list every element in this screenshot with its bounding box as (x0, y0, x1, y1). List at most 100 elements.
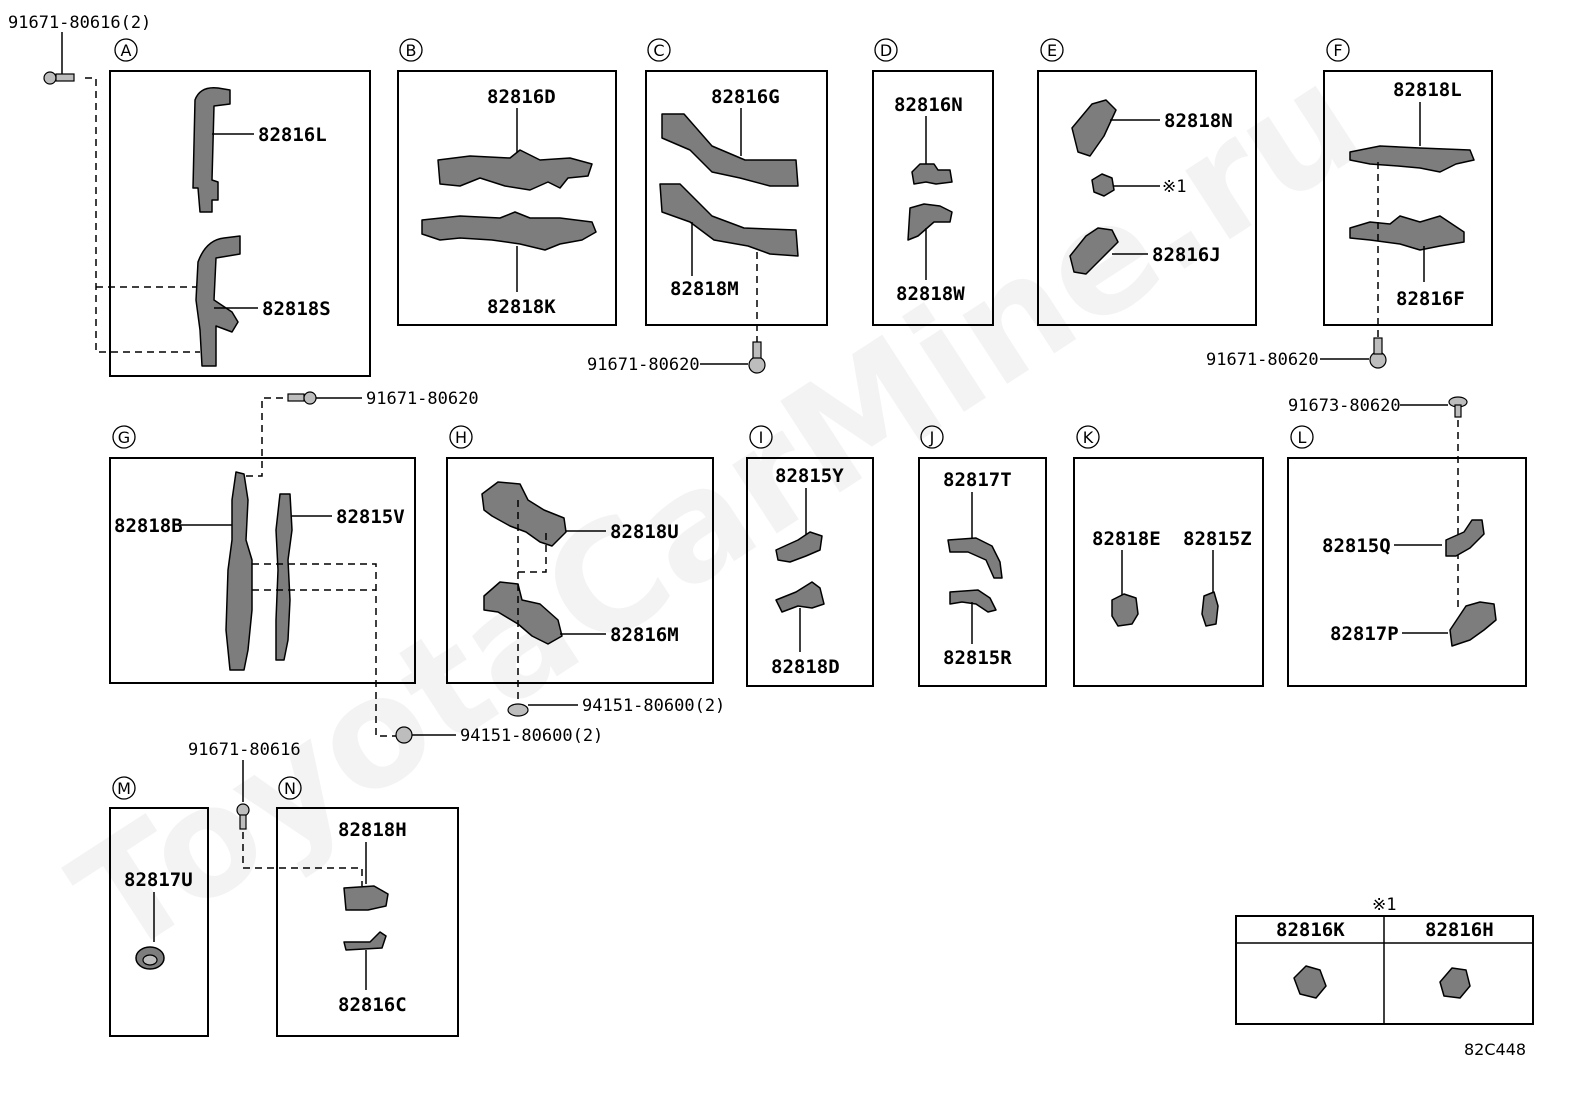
part-label-82816n[interactable]: 82816N (894, 94, 963, 116)
part-label-82816c[interactable]: 82816C (338, 994, 407, 1016)
section-c-box (645, 70, 828, 326)
section-g-box (109, 457, 416, 684)
part-82816l[interactable] (192, 87, 231, 213)
fastener-label-g-bottom[interactable]: 94151-80600(2) (460, 726, 603, 746)
part-label-82818l[interactable]: 82818L (1393, 79, 1462, 101)
part-label-82817p[interactable]: 82817P (1330, 623, 1399, 645)
part-82818n[interactable] (1071, 99, 1117, 157)
part-label-82816f[interactable]: 82816F (1396, 288, 1465, 310)
part-82815r[interactable] (949, 589, 997, 613)
part-label-82818d[interactable]: 82818D (771, 656, 840, 678)
section-m-box (109, 807, 209, 1037)
clip-icon-g (395, 726, 413, 744)
part-82817t[interactable] (947, 537, 1003, 579)
part-label-82815y[interactable]: 82815Y (775, 465, 844, 487)
part-label-82817u[interactable]: 82817U (124, 869, 193, 891)
section-f-box (1323, 70, 1493, 326)
section-a: A 91671-80616(2) 82816L 82818S (8, 13, 371, 377)
section-e-letter: E (1047, 41, 1057, 60)
part-label-82816m[interactable]: 82816M (610, 624, 679, 646)
part-label-82815r[interactable]: 82815R (943, 647, 1012, 669)
part-label-82815q[interactable]: 82815Q (1322, 535, 1391, 557)
part-note-1[interactable] (1091, 173, 1115, 197)
part-82815y[interactable] (775, 531, 823, 563)
section-n-letter: N (284, 779, 296, 798)
section-b-letter: B (406, 41, 417, 60)
part-82817u[interactable] (135, 946, 165, 970)
bolt-icon-g (287, 391, 317, 405)
part-label-82818e[interactable]: 82818E (1092, 528, 1161, 550)
section-i: I 82815Y 82818D (746, 425, 874, 687)
part-82818e[interactable] (1111, 593, 1139, 627)
section-c: C 82816G 82818M 91671-80620 (587, 38, 828, 375)
part-label-82818h[interactable]: 82818H (338, 819, 407, 841)
bolt-icon-n (236, 803, 250, 830)
part-label-82815v[interactable]: 82815V (336, 506, 405, 528)
part-82815z[interactable] (1201, 591, 1219, 627)
part-82818k[interactable] (421, 211, 597, 251)
fastener-label-l[interactable]: 91673-80620 (1288, 396, 1401, 416)
section-f-letter: F (1333, 41, 1342, 60)
section-f: F 82818L 82816F 91671-80620 (1206, 38, 1493, 370)
bolt-icon-c (748, 341, 766, 374)
part-label-82818w[interactable]: 82818W (896, 283, 965, 305)
section-g: G 91671-80620 82818B 82815V 94151-80600(… (109, 389, 603, 746)
part-82818b[interactable] (225, 471, 253, 671)
part-82818m[interactable] (659, 183, 799, 257)
part-82818l[interactable] (1349, 145, 1475, 173)
part-label-82815z[interactable]: 82815Z (1183, 528, 1252, 550)
part-label-82816g[interactable]: 82816G (711, 86, 780, 108)
bolt-icon-l (1448, 396, 1468, 418)
section-i-box (746, 457, 874, 687)
fastener-label-c[interactable]: 91671-80620 (587, 355, 700, 375)
part-label-82816k[interactable]: 82816K (1276, 919, 1345, 941)
part-82818w[interactable] (907, 203, 953, 241)
part-label-82816j[interactable]: 82816J (1152, 244, 1221, 266)
fastener-label-f[interactable]: 91671-80620 (1206, 350, 1319, 370)
part-label-82818n[interactable]: 82818N (1164, 110, 1233, 132)
part-label-82818s[interactable]: 82818S (262, 298, 331, 320)
section-e-box (1037, 70, 1257, 326)
section-l-letter: L (1298, 428, 1307, 447)
part-82818d[interactable] (775, 581, 825, 613)
part-82815v[interactable] (275, 493, 293, 661)
part-82818s[interactable] (195, 235, 241, 367)
part-82816n[interactable] (911, 163, 953, 185)
bolt-icon-a (43, 71, 75, 85)
section-a-letter: A (121, 41, 132, 60)
section-i-letter: I (759, 428, 764, 447)
part-label-note-1[interactable]: ※1 (1162, 177, 1186, 197)
section-a-box (109, 70, 371, 377)
part-82816c[interactable] (343, 931, 387, 951)
fastener-label-m[interactable]: 91671-80616 (188, 740, 301, 760)
diagram-code: 82C448 (1464, 1040, 1526, 1059)
part-82817p[interactable] (1449, 601, 1497, 647)
part-label-82818m[interactable]: 82818M (670, 278, 739, 300)
fastener-label-a[interactable]: 91671-80616(2) (8, 13, 151, 33)
part-82816f[interactable] (1349, 215, 1465, 251)
section-k: K 82818E 82815Z (1073, 425, 1264, 687)
part-label-82818k[interactable]: 82818K (487, 296, 556, 318)
part-label-82817t[interactable]: 82817T (943, 469, 1012, 491)
part-82816h[interactable] (1439, 967, 1471, 999)
part-82818h[interactable] (343, 885, 389, 911)
fastener-label-g-top[interactable]: 91671-80620 (366, 389, 479, 409)
section-j-box (918, 457, 1047, 687)
part-82816d[interactable] (437, 149, 593, 191)
part-82815q[interactable] (1445, 519, 1485, 557)
part-label-82816h[interactable]: 82816H (1425, 919, 1494, 941)
part-82816g[interactable] (661, 113, 799, 187)
section-j-letter: J (929, 428, 935, 447)
part-82816j[interactable] (1069, 227, 1119, 275)
part-label-82816l[interactable]: 82816L (258, 124, 327, 146)
section-d-letter: D (880, 41, 892, 60)
part-82818u[interactable] (481, 481, 567, 547)
section-n: N 91671-80616 82818H 82816C (188, 740, 459, 1037)
fastener-label-h[interactable]: 94151-80600(2) (582, 696, 725, 716)
part-label-82818u[interactable]: 82818U (610, 521, 679, 543)
part-label-82818b[interactable]: 82818B (114, 515, 183, 537)
part-label-82816d[interactable]: 82816D (487, 86, 556, 108)
section-n-box (276, 807, 459, 1037)
part-82816k[interactable] (1293, 965, 1327, 999)
